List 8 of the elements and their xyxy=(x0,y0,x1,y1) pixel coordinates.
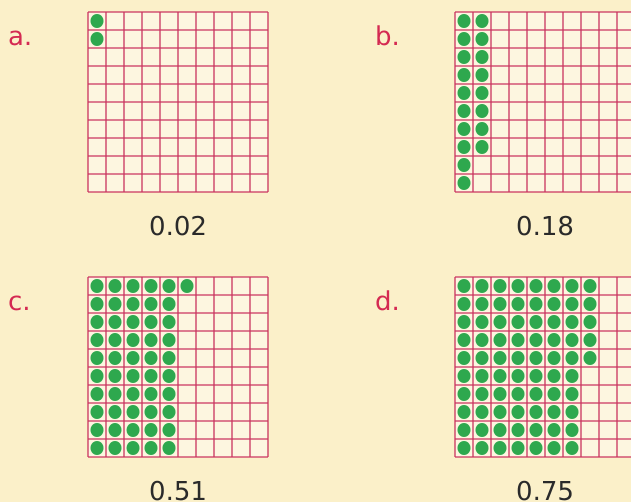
item-letter: a. xyxy=(8,22,32,52)
decimal-value: 0.51 xyxy=(148,477,208,502)
decimal-value: 0.18 xyxy=(515,212,575,242)
decimal-value: 0.75 xyxy=(515,477,575,502)
decimal-value: 0.02 xyxy=(148,212,208,242)
item-letter: d. xyxy=(375,287,400,317)
item-letter: b. xyxy=(375,22,400,52)
item-letter: c. xyxy=(8,287,31,317)
